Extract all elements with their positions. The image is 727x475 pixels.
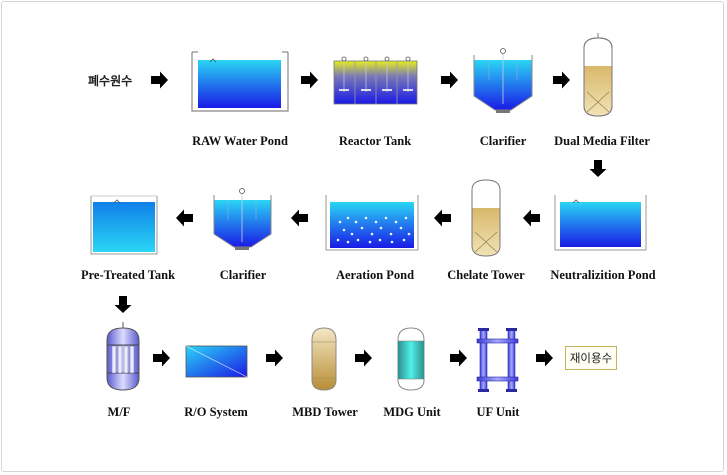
final-output-box: 재이용수 [565, 346, 617, 370]
pre-treated-tank [90, 195, 158, 255]
label-ro-system: R/O System [184, 405, 248, 419]
arrow-right [450, 349, 467, 367]
mbd-tower [311, 327, 337, 391]
chelate-tower [471, 179, 501, 257]
label-clarifier-2: Clarifier [219, 268, 267, 282]
label-mbd-tower: MBD Tower [292, 405, 358, 419]
mdg-unit [397, 327, 425, 391]
arrow-right [441, 71, 458, 89]
raw-water-pond [191, 51, 289, 112]
reactor-tank [333, 56, 418, 105]
arrow-right [301, 71, 318, 89]
label-neutralizition-pond: Neutralizition Pond [550, 268, 656, 282]
label-raw-water-pond: RAW Water Pond [192, 134, 288, 148]
aeration-pond [325, 195, 419, 251]
uf-unit [476, 328, 519, 392]
mf-unit [106, 322, 140, 391]
arrow-right [266, 349, 283, 367]
arrow-down [114, 296, 132, 313]
label-clarifier-1: Clarifier [479, 134, 527, 148]
arrow-left [434, 209, 451, 227]
arrow-right [536, 349, 553, 367]
clarifier-1 [473, 48, 533, 113]
arrow-left [291, 209, 308, 227]
arrow-right [153, 349, 170, 367]
arrow-right [355, 349, 372, 367]
source-label: 폐수원수 [88, 74, 133, 88]
label-pre-treated-tank: Pre-Treated Tank [80, 268, 176, 282]
arrow-down [589, 160, 607, 177]
label-uf-unit: UF Unit [476, 405, 520, 419]
arrow-right [151, 71, 168, 89]
ro-system [185, 345, 248, 378]
label-dual-media-filter: Dual Media Filter [554, 134, 650, 148]
label-reactor-tank: Reactor Tank [338, 134, 412, 148]
label-chelate-tower: Chelate Tower [447, 268, 525, 282]
neutralizition-pond [554, 195, 647, 251]
clarifier-2 [213, 188, 272, 250]
label-mdg-unit: MDG Unit [383, 405, 441, 419]
arrow-right [553, 71, 570, 89]
label-aeration-pond: Aeration Pond [335, 268, 415, 282]
arrow-left [523, 209, 540, 227]
dual-media-filter [583, 33, 613, 117]
label-mf: M/F [107, 405, 131, 419]
arrow-left [176, 209, 193, 227]
